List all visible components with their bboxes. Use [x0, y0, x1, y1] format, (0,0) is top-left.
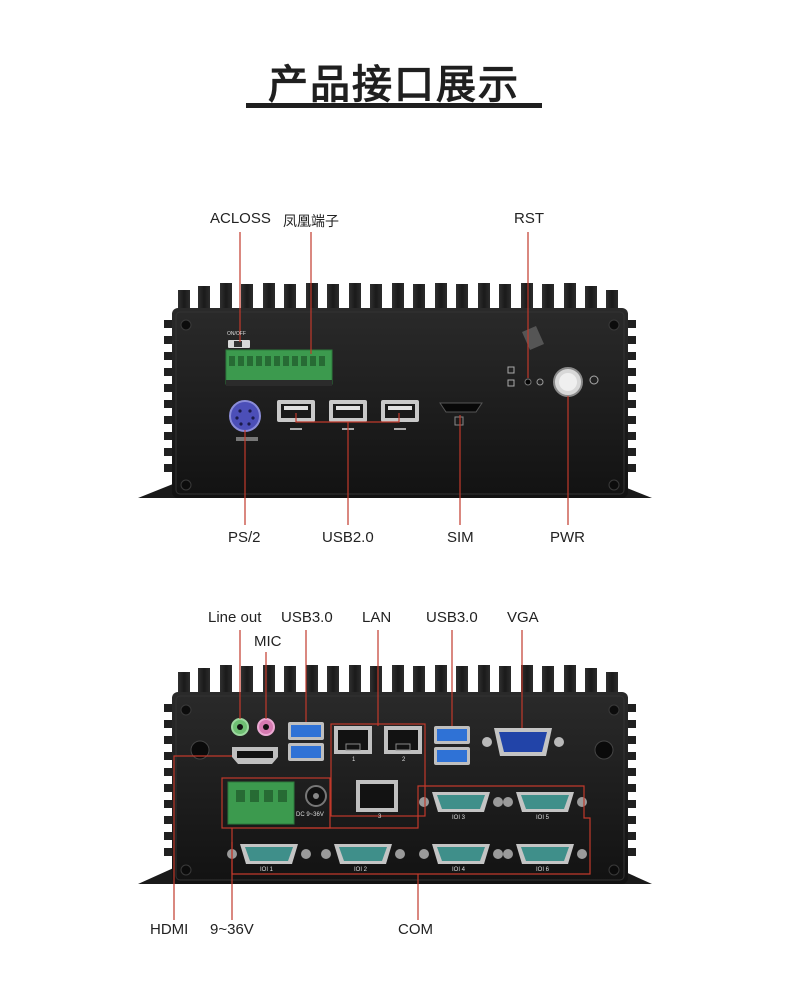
sim-slot [439, 402, 483, 413]
lan-label-3: 3 [378, 814, 382, 820]
label-pwr: PWR [550, 529, 585, 546]
switch-onoff-text: ON/OFF [227, 331, 246, 337]
label-com: COM [398, 921, 433, 938]
label-sim: SIM [447, 529, 474, 546]
com-label-ioi6: IOI 6 [536, 867, 550, 873]
page-title: 产品接口展示 [268, 62, 520, 108]
label-usb30-left: USB3.0 [281, 609, 333, 626]
com-label-ioi2: IOI 2 [354, 867, 368, 873]
lan-label-2: 2 [402, 757, 406, 763]
com-label-ioi1: IOI 1 [260, 867, 274, 873]
usb20-ports [277, 400, 419, 422]
label-line-out: Line out [208, 609, 262, 626]
label-hdmi: HDMI [150, 921, 189, 938]
label-usb30-right: USB3.0 [426, 609, 478, 626]
phoenix-terminal [225, 349, 333, 385]
label-acloss: ACLOSS [210, 210, 271, 227]
usb30-right-ports [434, 726, 470, 765]
com-label-ioi5: IOI 5 [536, 815, 550, 821]
dc-input-text: DC 9~36V [296, 812, 324, 818]
label-power-input: 9~36V [210, 921, 254, 938]
com-label-ioi4: IOI 4 [452, 867, 466, 873]
rst-button [524, 378, 532, 386]
label-lan: LAN [362, 609, 392, 626]
lan-label-1: 1 [352, 757, 356, 763]
usb30-left-ports [288, 722, 324, 761]
label-vga: VGA [507, 609, 539, 626]
label-mic: MIC [254, 633, 282, 650]
lan-ports [334, 726, 422, 812]
title-underline [246, 103, 542, 108]
label-rst: RST [514, 210, 544, 227]
label-usb20: USB2.0 [322, 529, 374, 546]
label-phoenix-terminal: 凤凰端子 [283, 214, 339, 230]
top-heatsink-fins [178, 283, 618, 312]
com-label-ioi3: IOI 3 [452, 815, 466, 821]
dc-terminal-block [227, 781, 295, 825]
label-ps2: PS/2 [228, 529, 261, 546]
